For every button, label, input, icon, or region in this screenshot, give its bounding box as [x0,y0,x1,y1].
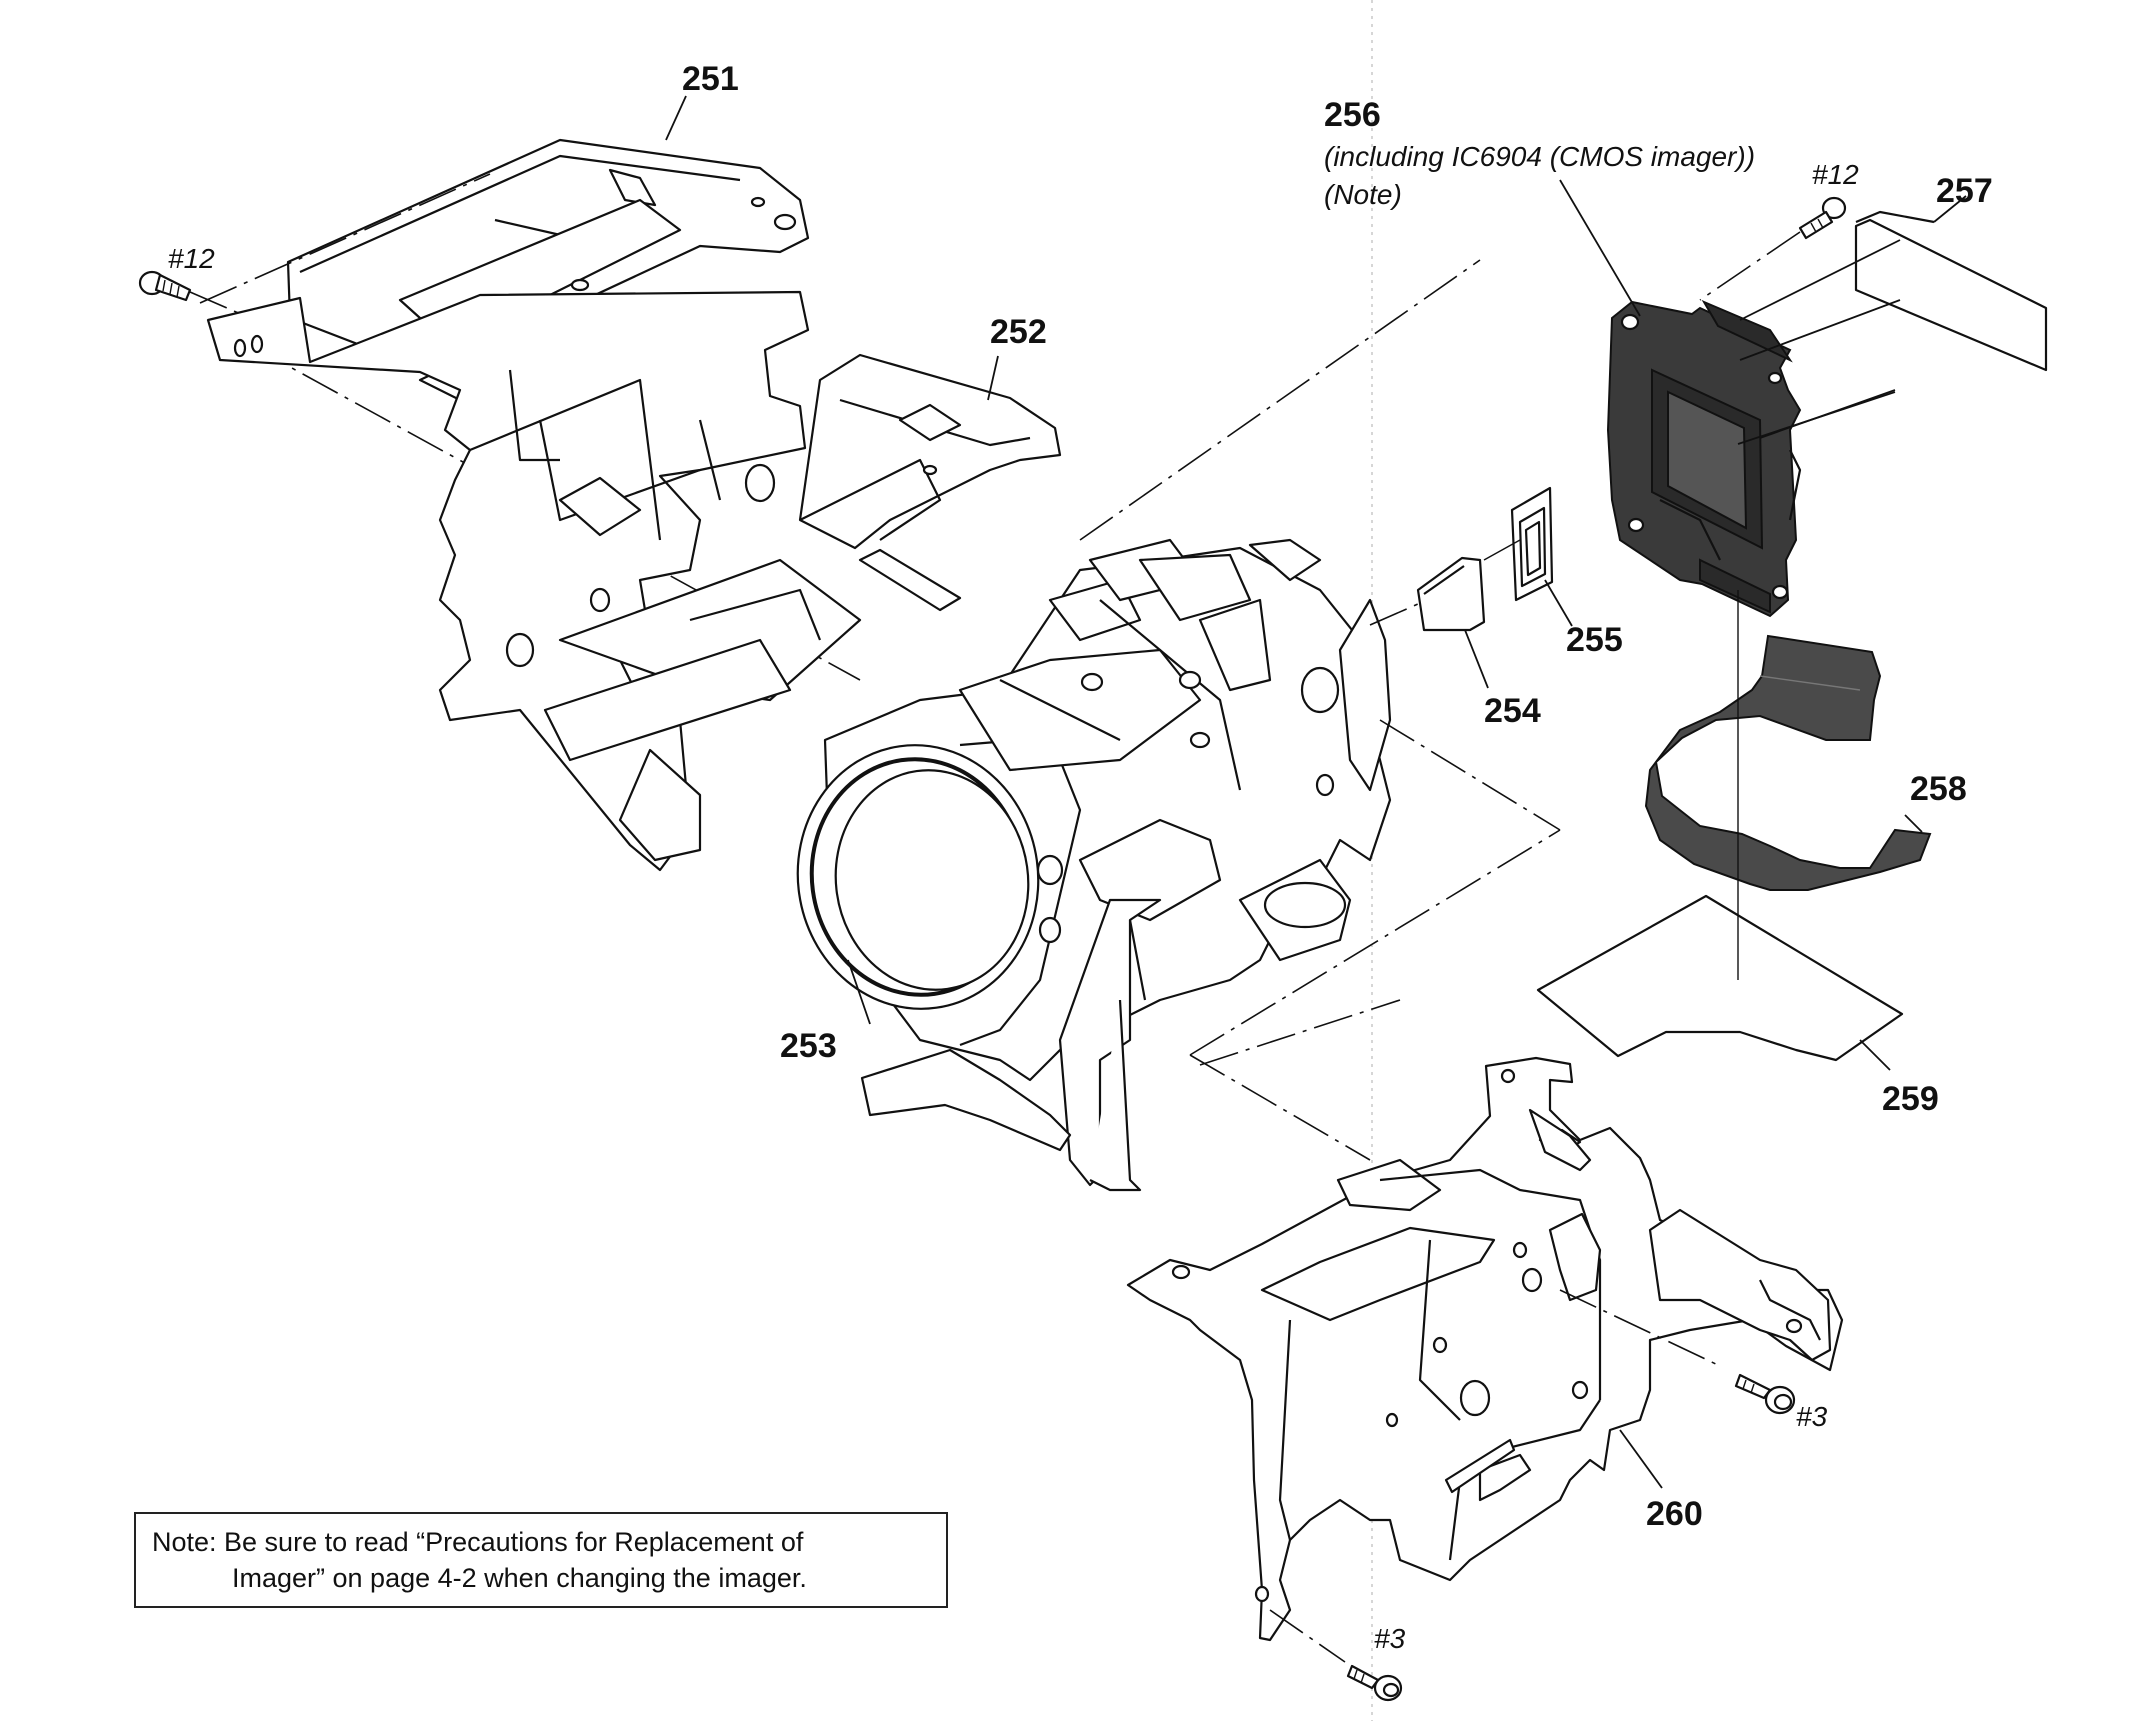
label-260: 260 [1646,1495,1703,1533]
part-254-leader [1464,629,1489,689]
part-258-leader [1904,814,1923,833]
screw-3-bottom-axis [1269,1609,1346,1663]
note-line-1: Note: Be sure to read “Precautions for R… [152,1527,804,1557]
main-axis-right [1379,719,1561,831]
label-screw-12-right: #12 [1812,159,1859,190]
part-254-filter [1416,556,1486,632]
part-257-leader [1933,195,1967,223]
label-258: 258 [1910,770,1967,808]
label-screw-12-left: #12 [168,243,215,274]
label-255: 255 [1566,621,1623,659]
part-256-imager-board [1606,299,1802,618]
part-253-lens-assembly [796,538,1392,1192]
label-256-note: (Note) [1324,179,1402,210]
part-257-mount-line [1739,239,1901,321]
part-257-mount-line-2 [1739,299,1901,361]
label-257: 257 [1936,172,1993,210]
screw-12-right-axis [1699,231,1801,301]
part-256-leader [1559,179,1641,317]
screw-3-bottom [1346,1664,1403,1702]
replacement-note: Note: Be sure to read “Precautions for R… [134,1512,948,1608]
part-255-seal [1510,486,1554,602]
label-256-description: (including IC6904 (CMOS imager)) [1324,141,1755,172]
screw-12-left-axis [189,291,251,319]
part-255-axis [1483,539,1521,561]
part-256-axis [1079,259,1481,541]
label-254: 254 [1484,692,1541,730]
part-260-lower-frame [1126,1056,1844,1642]
part-252-frame-bracket [206,290,1062,872]
main-axis-drop [1189,1054,1371,1161]
part-252-leader [987,355,999,401]
screw-3-right [1734,1373,1796,1415]
note-line-2: Imager” on page 4-2 when changing the im… [232,1563,807,1593]
part-260-axis-left [1199,999,1401,1066]
part-253-leader [847,959,871,1025]
part-251-axis-left [199,173,491,304]
part-258-flex-cable [1644,634,1932,891]
label-259: 259 [1882,1080,1939,1118]
part-251-leader [665,95,687,141]
label-252: 252 [990,313,1047,351]
label-253: 253 [780,1027,837,1065]
label-screw-3-bottom: #3 [1374,1623,1406,1654]
part-256-inner-leader-3 [1737,391,1896,445]
screw-3-right-axis [1559,1289,1721,1367]
screw-12-right [1798,196,1847,240]
main-axis-lower [1189,829,1561,1056]
part-259-sheet [1536,894,1904,1062]
label-256: 256 [1324,96,1381,134]
part-259-leader [1859,1039,1891,1071]
part-260-leader [1619,1429,1663,1489]
part-255-leader [1544,579,1573,627]
label-251: 251 [682,60,739,98]
label-screw-3-right: #3 [1796,1401,1828,1432]
part-257-sheet [1854,210,2048,372]
screw-12-left [138,270,192,302]
